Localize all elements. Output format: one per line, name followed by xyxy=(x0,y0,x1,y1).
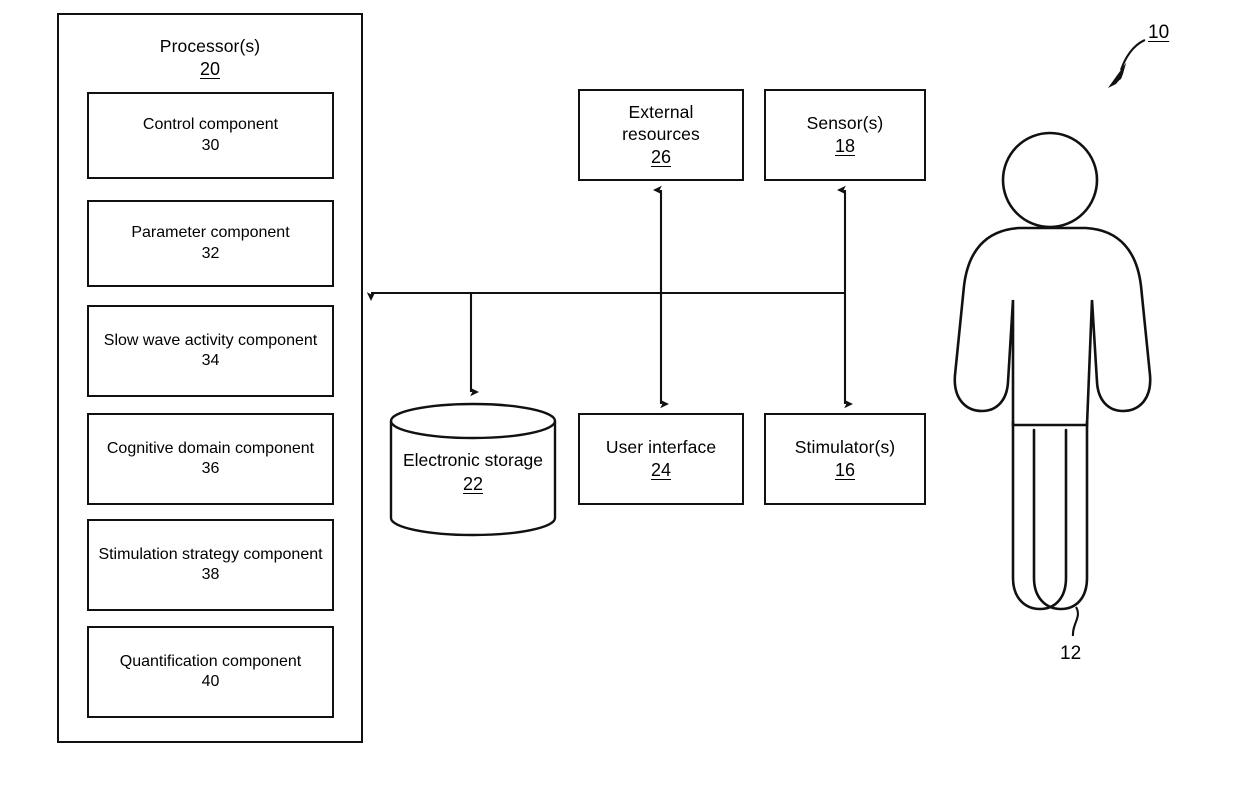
cognitive-domain-component-box[interactable]: Cognitive domain component 36 xyxy=(87,413,334,505)
quantification-component-box[interactable]: Quantification component 40 xyxy=(87,626,334,718)
stimulation-strategy-component-box[interactable]: Stimulation strategy component 38 xyxy=(87,519,334,611)
cognitive-domain-component-number: 36 xyxy=(201,460,220,477)
stimulation-strategy-component-label: Stimulation strategy component xyxy=(98,545,323,563)
control-component-label: Control component xyxy=(142,116,279,134)
leader-line-12 xyxy=(1071,606,1079,637)
parameter-component-label: Parameter component xyxy=(131,224,290,242)
control-component-number: 30 xyxy=(201,136,220,154)
user-interface-number: 24 xyxy=(650,460,672,481)
leader-arrow-10 xyxy=(1108,39,1146,88)
electronic-storage-text: Electronic storage 22 xyxy=(389,449,557,497)
reference-numeral-10: 10 xyxy=(1148,22,1170,43)
sensors-number: 18 xyxy=(834,136,856,157)
external-resources-label: External resources xyxy=(622,102,700,145)
user-interface-block[interactable]: User interface 24 xyxy=(578,413,744,505)
quantification-component-number: 40 xyxy=(201,673,220,690)
stimulators-number: 16 xyxy=(834,460,856,481)
parameter-component-number: 32 xyxy=(201,244,220,262)
external-resources-block[interactable]: External resources 26 xyxy=(578,89,744,181)
reference-numeral-12: 12 xyxy=(1060,643,1082,664)
human-figure xyxy=(953,131,1152,611)
stimulation-strategy-component-number: 38 xyxy=(201,566,220,583)
processor-header: Processor(s) 20 xyxy=(160,35,260,81)
quantification-component-label: Quantification component xyxy=(119,652,302,670)
processor-number: 20 xyxy=(199,59,220,80)
sensors-label: Sensor(s) xyxy=(806,113,884,134)
external-resources-number: 26 xyxy=(650,147,672,168)
electronic-storage-label: Electronic storage xyxy=(402,450,544,470)
stimulators-block[interactable]: Stimulator(s) 16 xyxy=(764,413,926,505)
electronic-storage-cylinder[interactable]: Electronic storage 22 xyxy=(389,401,557,538)
cognitive-domain-component-label: Cognitive domain component xyxy=(106,439,315,457)
slow-wave-activity-component-label: Slow wave activity component xyxy=(103,331,318,349)
sensors-block[interactable]: Sensor(s) 18 xyxy=(764,89,926,181)
user-interface-label: User interface xyxy=(605,437,717,458)
processor-label: Processor(s) xyxy=(159,36,261,56)
slow-wave-activity-component-number: 34 xyxy=(201,352,220,369)
stimulators-label: Stimulator(s) xyxy=(794,437,896,458)
processor-box: Processor(s) 20 xyxy=(57,13,363,743)
electronic-storage-number: 22 xyxy=(462,473,484,494)
parameter-component-box[interactable]: Parameter component 32 xyxy=(87,200,334,287)
slow-wave-activity-component-box[interactable]: Slow wave activity component 34 xyxy=(87,305,334,397)
control-component-box[interactable]: Control component 30 xyxy=(87,92,334,179)
cylinder-shape xyxy=(389,402,557,537)
